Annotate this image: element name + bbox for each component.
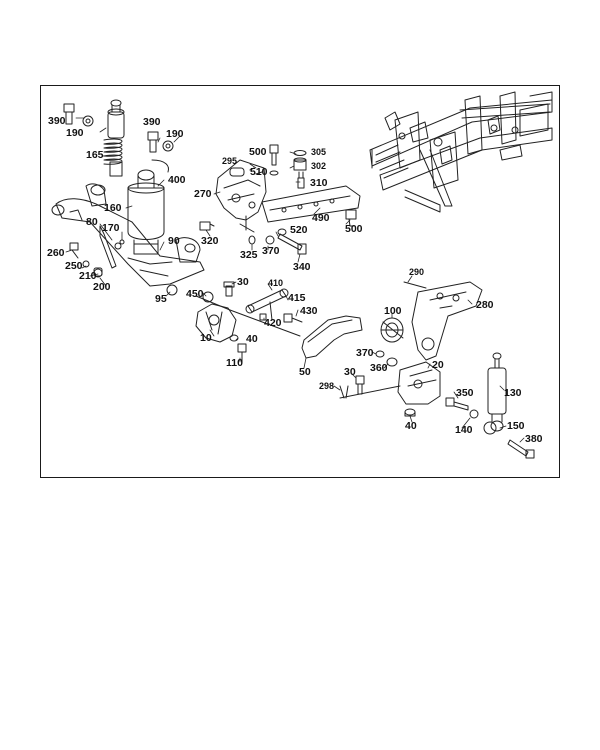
mounting-plate-part bbox=[261, 185, 361, 223]
callout-110: 110 bbox=[226, 357, 243, 369]
callout-260: 260 bbox=[47, 247, 65, 259]
callout-360: 360 bbox=[370, 362, 388, 374]
bolt-350 bbox=[445, 397, 469, 411]
callout-170: 170 bbox=[102, 222, 120, 234]
callout-325: 325 bbox=[240, 249, 258, 261]
callout-500-right: 500 bbox=[345, 223, 363, 235]
callout-40-right: 40 bbox=[405, 420, 417, 432]
callout-390-left: 390 bbox=[48, 115, 66, 127]
callout-310: 310 bbox=[310, 177, 328, 189]
bolt-and-washer-stack bbox=[269, 144, 307, 189]
callout-10: 10 bbox=[200, 332, 212, 344]
callout-410: 410 bbox=[268, 278, 284, 288]
callout-520: 520 bbox=[290, 224, 308, 236]
leader-lines bbox=[65, 117, 525, 443]
callout-320: 320 bbox=[201, 235, 219, 247]
callout-420: 420 bbox=[264, 317, 282, 329]
callout-100: 100 bbox=[384, 305, 402, 317]
callout-190-left: 190 bbox=[66, 127, 84, 139]
bolt-500 bbox=[345, 209, 357, 227]
callout-40-mid: 40 bbox=[246, 333, 258, 345]
bolts-420-430 bbox=[259, 313, 303, 323]
callout-295: 295 bbox=[222, 156, 238, 166]
callout-280: 280 bbox=[476, 299, 494, 311]
shock-mount-bracket bbox=[397, 361, 441, 405]
lower-control-arm bbox=[51, 159, 205, 287]
callout-380: 380 bbox=[525, 433, 543, 445]
callout-305: 305 bbox=[311, 147, 327, 157]
callout-430: 430 bbox=[300, 305, 318, 317]
callout-490: 490 bbox=[312, 212, 330, 224]
callout-340: 340 bbox=[293, 261, 311, 273]
callout-50: 50 bbox=[299, 366, 311, 378]
callout-20: 20 bbox=[432, 359, 444, 371]
callout-350: 350 bbox=[456, 387, 474, 399]
nut-40 bbox=[404, 408, 416, 417]
shock-lower-hardware bbox=[469, 409, 535, 459]
callout-140: 140 bbox=[455, 424, 473, 436]
callout-370-mid: 370 bbox=[262, 245, 280, 257]
stabilizer-link-part bbox=[99, 225, 125, 269]
connecting-rod-part bbox=[245, 288, 289, 321]
callout-370-right: 370 bbox=[356, 347, 374, 359]
lower-bracket-assembly bbox=[166, 281, 301, 343]
callout-165: 165 bbox=[86, 149, 104, 161]
callout-450: 450 bbox=[186, 288, 204, 300]
callout-200: 200 bbox=[93, 281, 111, 293]
callout-30-right: 30 bbox=[344, 366, 356, 378]
air-spring-part bbox=[127, 169, 165, 255]
bolt-and-bushing-left bbox=[63, 103, 94, 127]
callout-302: 302 bbox=[311, 161, 327, 171]
bolts-30-298 bbox=[339, 375, 401, 399]
chassis-frame-illustration bbox=[369, 91, 553, 213]
link-hardware bbox=[239, 215, 307, 255]
callout-210: 210 bbox=[79, 270, 97, 282]
callout-415: 415 bbox=[288, 292, 306, 304]
callout-500-top: 500 bbox=[249, 146, 267, 158]
callout-298: 298 bbox=[319, 381, 335, 391]
rubber-bushing-part bbox=[380, 317, 404, 343]
upper-mount-bracket bbox=[215, 159, 267, 221]
callout-250: 250 bbox=[65, 260, 83, 272]
callout-290: 290 bbox=[409, 267, 425, 277]
bolt-320 bbox=[199, 221, 215, 231]
callout-160: 160 bbox=[104, 202, 122, 214]
callout-510: 510 bbox=[250, 166, 268, 178]
callout-190-right: 190 bbox=[166, 128, 184, 140]
rear-shock-absorber bbox=[487, 352, 507, 432]
shield-plate-part bbox=[301, 315, 363, 359]
callout-150: 150 bbox=[507, 420, 525, 432]
callout-95: 95 bbox=[155, 293, 167, 305]
callout-90: 90 bbox=[168, 235, 180, 247]
diagram-frame bbox=[40, 85, 560, 478]
callout-80: 80 bbox=[86, 216, 98, 228]
callout-30-mid: 30 bbox=[237, 276, 249, 288]
callout-400: 400 bbox=[168, 174, 186, 186]
callout-390-right: 390 bbox=[143, 116, 161, 128]
callout-130: 130 bbox=[504, 387, 522, 399]
bolt-and-bushing-right bbox=[147, 131, 174, 153]
bolt-washer-bushing-set bbox=[69, 242, 103, 278]
shock-with-spring-part bbox=[103, 99, 125, 177]
callout-270: 270 bbox=[194, 188, 212, 200]
rear-shock-bracket bbox=[403, 281, 483, 361]
